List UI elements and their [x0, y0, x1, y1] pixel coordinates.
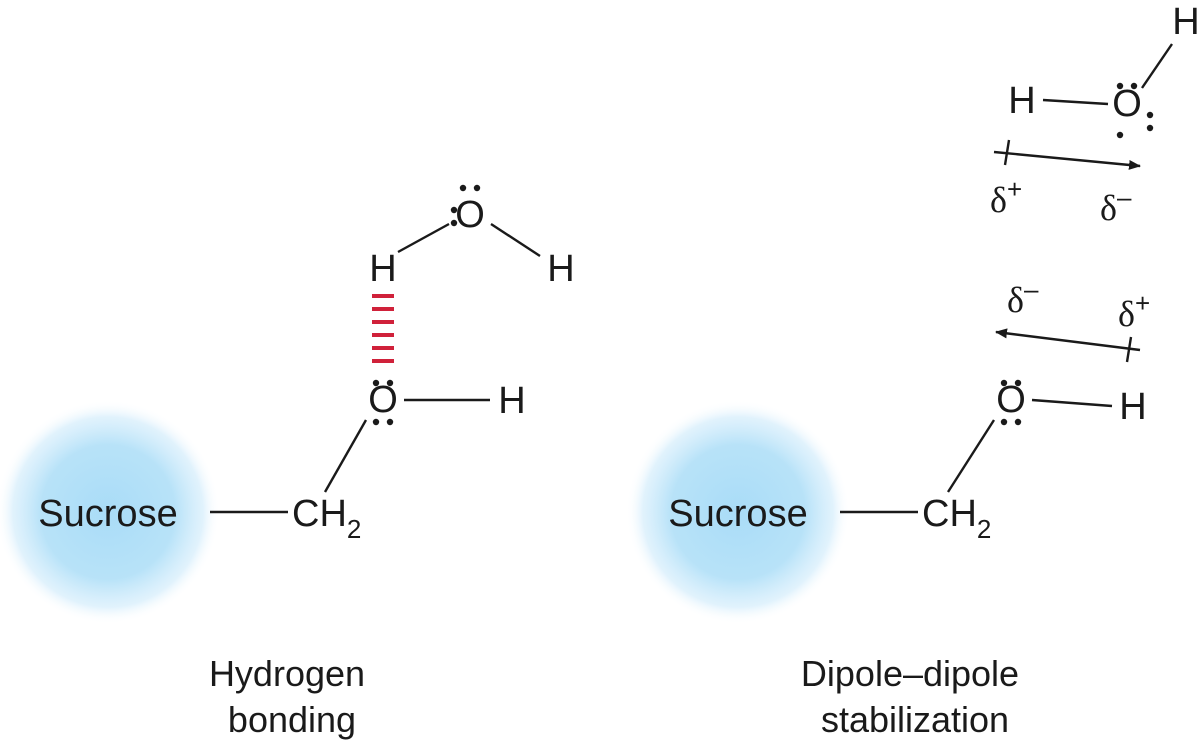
lone-pair-dot [372, 379, 380, 387]
lone-pair-dot [450, 206, 458, 214]
lone-pair-dot [372, 418, 380, 426]
lone-pair-dot [473, 184, 481, 192]
lone-pair-dot [1014, 418, 1022, 426]
hydroxyl-hydrogen-right: H [1119, 386, 1146, 428]
hydroxyl-dipole-tail-tick [1125, 336, 1133, 363]
ch2-oxygen-bond-left [323, 419, 368, 493]
lone-pair-dot [1146, 124, 1154, 132]
sucrose-glow-right [626, 400, 850, 624]
water-dipole-tail-tick [1003, 139, 1011, 166]
water-oxygen-left: O [455, 194, 485, 236]
lone-pair-dot [1000, 418, 1008, 426]
ch-label-left: CH [292, 493, 347, 535]
sucrose-label-right: Sucrose [668, 493, 807, 535]
water-oh-bond-left-a [397, 222, 450, 254]
caption-line-1: Dipole–dipole [801, 653, 1019, 694]
lone-pair-dot [1146, 111, 1154, 119]
water-hydrogen-left-right-panel: H [1008, 80, 1035, 122]
lone-pair-dot [450, 219, 458, 227]
ch2-group-left: CH2 [292, 493, 361, 544]
hydroxyl-oh-bond-right [1031, 398, 1113, 408]
hydroxyl-delta-plus: δ+ [1118, 288, 1150, 334]
water-hydrogen-top: H [1172, 1, 1199, 43]
hydroxyl-delta-minus: δ– [1007, 274, 1039, 320]
lone-pair-dot [1014, 379, 1022, 387]
caption-hydrogen-bonding: Hydrogen bonding [209, 653, 375, 740]
lone-pair-dot [386, 418, 394, 426]
lone-pair-dot [386, 379, 394, 387]
water-hydrogen-free-left: H [547, 248, 574, 290]
hydrogen-bond [372, 294, 394, 363]
lone-pair-dot [459, 184, 467, 192]
lone-pair-dot [1000, 379, 1008, 387]
water-delta-minus: δ– [1100, 182, 1132, 228]
ch2-oxygen-bond-right [946, 419, 996, 493]
hydroxyl-dipole-arrow [995, 328, 1141, 352]
water-delta-plus: δ+ [990, 174, 1022, 220]
lone-pair-dot [1116, 82, 1124, 90]
water-oh-bond-left-b [490, 222, 541, 258]
sucrose-label-left: Sucrose [38, 493, 177, 535]
caption-line-2: bonding [228, 699, 356, 740]
hydroxyl-oxygen-left: O [368, 379, 398, 421]
caption-line-1: Hydrogen [209, 653, 365, 694]
ch-label-right: CH [922, 493, 977, 535]
caption-dipole-dipole: Dipole–dipole stabilization [801, 653, 1029, 740]
hydroxyl-hydrogen-left: H [498, 380, 525, 422]
lone-pair-dot [1130, 82, 1138, 90]
ch2-group-right: CH2 [922, 493, 991, 544]
water-oh-bond-diagonal [1141, 43, 1173, 89]
dipole-dipole-panel: Sucrose CH2 O H δ– δ+ H O H [626, 1, 1200, 740]
water-hydrogen-bonded-left: H [369, 248, 396, 290]
water-oxygen-right: O [1112, 83, 1142, 125]
water-oh-bond-horizontal [1042, 98, 1109, 106]
ch-subscript-right: 2 [977, 514, 991, 544]
sucrose-glow-left [0, 400, 220, 624]
lone-pair-dot [1116, 131, 1124, 139]
hydroxyl-oxygen-right: O [996, 379, 1026, 421]
water-dipole-arrow [993, 150, 1141, 170]
hydrogen-bonding-panel: Sucrose CH2 O H H O [0, 184, 575, 740]
ch-subscript-left: 2 [347, 514, 361, 544]
caption-line-2: stabilization [821, 699, 1009, 740]
